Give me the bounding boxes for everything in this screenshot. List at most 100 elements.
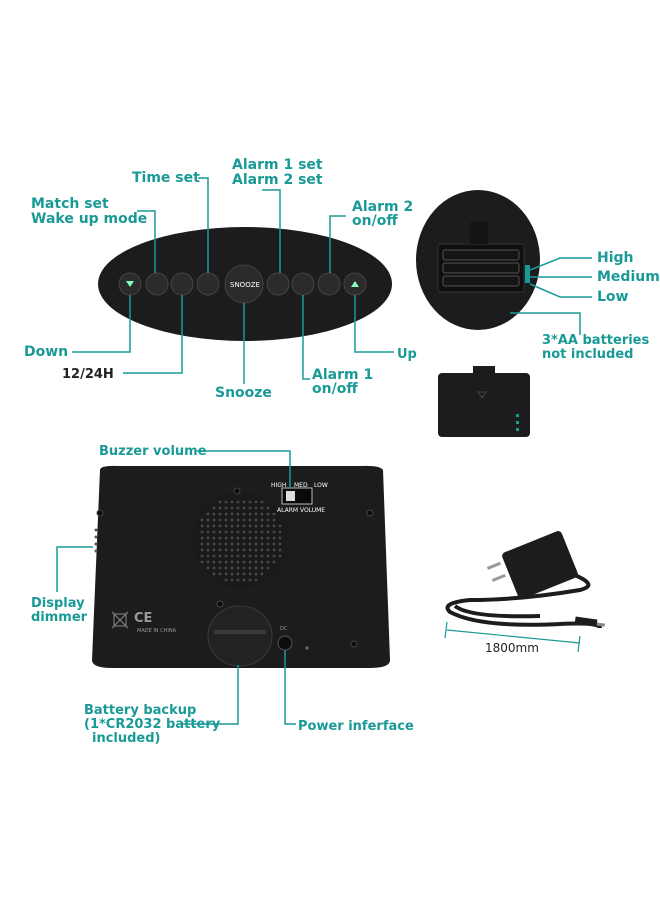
speaker-hole bbox=[260, 524, 264, 528]
speaker-hole bbox=[230, 524, 234, 528]
speaker-hole bbox=[242, 500, 246, 504]
speaker-hole bbox=[200, 560, 204, 564]
speaker-hole bbox=[278, 542, 282, 546]
label-buzzer-volume: Buzzer volume bbox=[99, 444, 207, 459]
up-arrow-icon bbox=[351, 281, 359, 287]
made-in-text: MADE IN CHINA bbox=[137, 628, 177, 634]
recycle-bin-icon bbox=[111, 611, 129, 629]
alarm2-onoff-button bbox=[317, 272, 341, 296]
speaker-hole bbox=[218, 530, 222, 534]
speaker-hole bbox=[218, 512, 222, 516]
speaker-hole bbox=[254, 536, 258, 540]
battery-cover bbox=[438, 373, 530, 437]
speaker-hole bbox=[218, 506, 222, 510]
speaker-hole bbox=[248, 530, 252, 534]
speaker-hole bbox=[278, 536, 282, 540]
speaker-hole bbox=[224, 548, 228, 552]
speaker-hole bbox=[236, 542, 240, 546]
speaker-hole bbox=[206, 548, 210, 552]
speaker-hole bbox=[266, 518, 270, 522]
speaker-hole bbox=[236, 524, 240, 528]
speaker-hole bbox=[254, 548, 258, 552]
speaker-hole bbox=[200, 536, 204, 540]
speaker-hole bbox=[206, 560, 210, 564]
speaker-hole bbox=[236, 530, 240, 534]
speaker-hole bbox=[224, 506, 228, 510]
speaker-hole bbox=[224, 566, 228, 570]
speaker-hole bbox=[230, 500, 234, 504]
speaker-hole bbox=[242, 548, 246, 552]
speaker-hole bbox=[260, 560, 264, 564]
alarm-set-button bbox=[266, 272, 290, 296]
label-battery-backup-2: (1*CR2032 battery bbox=[84, 717, 221, 732]
speaker-hole bbox=[248, 566, 252, 570]
speaker-hole bbox=[248, 554, 252, 558]
down-arrow-icon bbox=[126, 281, 134, 287]
speaker-hole bbox=[272, 512, 276, 516]
speaker-hole bbox=[224, 512, 228, 516]
speaker-hole bbox=[242, 572, 246, 576]
cable-length-dimension bbox=[444, 621, 581, 653]
speaker-hole bbox=[254, 518, 258, 522]
label-cable-length: 1800mm bbox=[485, 641, 539, 655]
speaker-hole bbox=[200, 548, 204, 552]
speaker-hole bbox=[260, 572, 264, 576]
speaker-hole bbox=[212, 560, 216, 564]
label-alarm2-onoff-1: Alarm 2 bbox=[352, 199, 414, 215]
speaker-hole bbox=[212, 572, 216, 576]
label-match-set-2: Wake up mode bbox=[31, 211, 148, 227]
speaker-holes bbox=[200, 500, 282, 582]
cover-arrow-icon bbox=[477, 391, 487, 399]
speaker-hole bbox=[248, 572, 252, 576]
label-display-dimmer-1: Display bbox=[31, 596, 85, 611]
speaker-hole bbox=[260, 536, 264, 540]
speaker-hole bbox=[242, 536, 246, 540]
coin-battery-hatch bbox=[207, 605, 273, 667]
speaker-hole bbox=[254, 542, 258, 546]
speaker-hole bbox=[236, 512, 240, 516]
speaker-hole bbox=[206, 566, 210, 570]
speaker-hole bbox=[272, 554, 276, 558]
speaker-hole bbox=[212, 518, 216, 522]
adapter-cable bbox=[445, 572, 602, 629]
speaker-hole bbox=[266, 554, 270, 558]
speaker-hole bbox=[218, 572, 222, 576]
speaker-hole bbox=[254, 566, 258, 570]
speaker-hole bbox=[254, 530, 258, 534]
speaker-hole bbox=[266, 560, 270, 564]
speaker-hole bbox=[242, 578, 246, 582]
speaker-hole bbox=[248, 560, 252, 564]
label-match-set-1: Match set bbox=[31, 196, 109, 212]
speaker-hole bbox=[248, 536, 252, 540]
speaker-hole bbox=[224, 572, 228, 576]
speaker-hole bbox=[254, 506, 258, 510]
speaker-hole bbox=[224, 554, 228, 558]
side-dots bbox=[94, 528, 98, 553]
speaker-hole bbox=[230, 572, 234, 576]
speaker-hole bbox=[242, 518, 246, 522]
dimmer-switch bbox=[525, 265, 530, 283]
speaker-hole bbox=[224, 560, 228, 564]
screw-holes bbox=[96, 487, 374, 648]
12-24h-button bbox=[170, 272, 194, 296]
speaker-hole bbox=[218, 554, 222, 558]
speaker-hole bbox=[236, 566, 240, 570]
battery-cover-tab bbox=[473, 366, 495, 378]
speaker-hole bbox=[272, 536, 276, 540]
speaker-hole bbox=[224, 524, 228, 528]
speaker-hole bbox=[200, 518, 204, 522]
speaker-hole bbox=[254, 524, 258, 528]
speaker-hole bbox=[218, 548, 222, 552]
speaker-hole bbox=[218, 518, 222, 522]
battery-clip bbox=[470, 222, 488, 244]
back-leader-lines bbox=[56, 450, 296, 725]
speaker-hole bbox=[248, 524, 252, 528]
label-12-24h: 12/24H bbox=[62, 367, 114, 382]
speaker-hole bbox=[230, 518, 234, 522]
adapter-plug bbox=[574, 616, 598, 627]
speaker-hole bbox=[200, 524, 204, 528]
speaker-hole bbox=[272, 560, 276, 564]
speaker-hole bbox=[200, 542, 204, 546]
match-set-button bbox=[145, 272, 169, 296]
